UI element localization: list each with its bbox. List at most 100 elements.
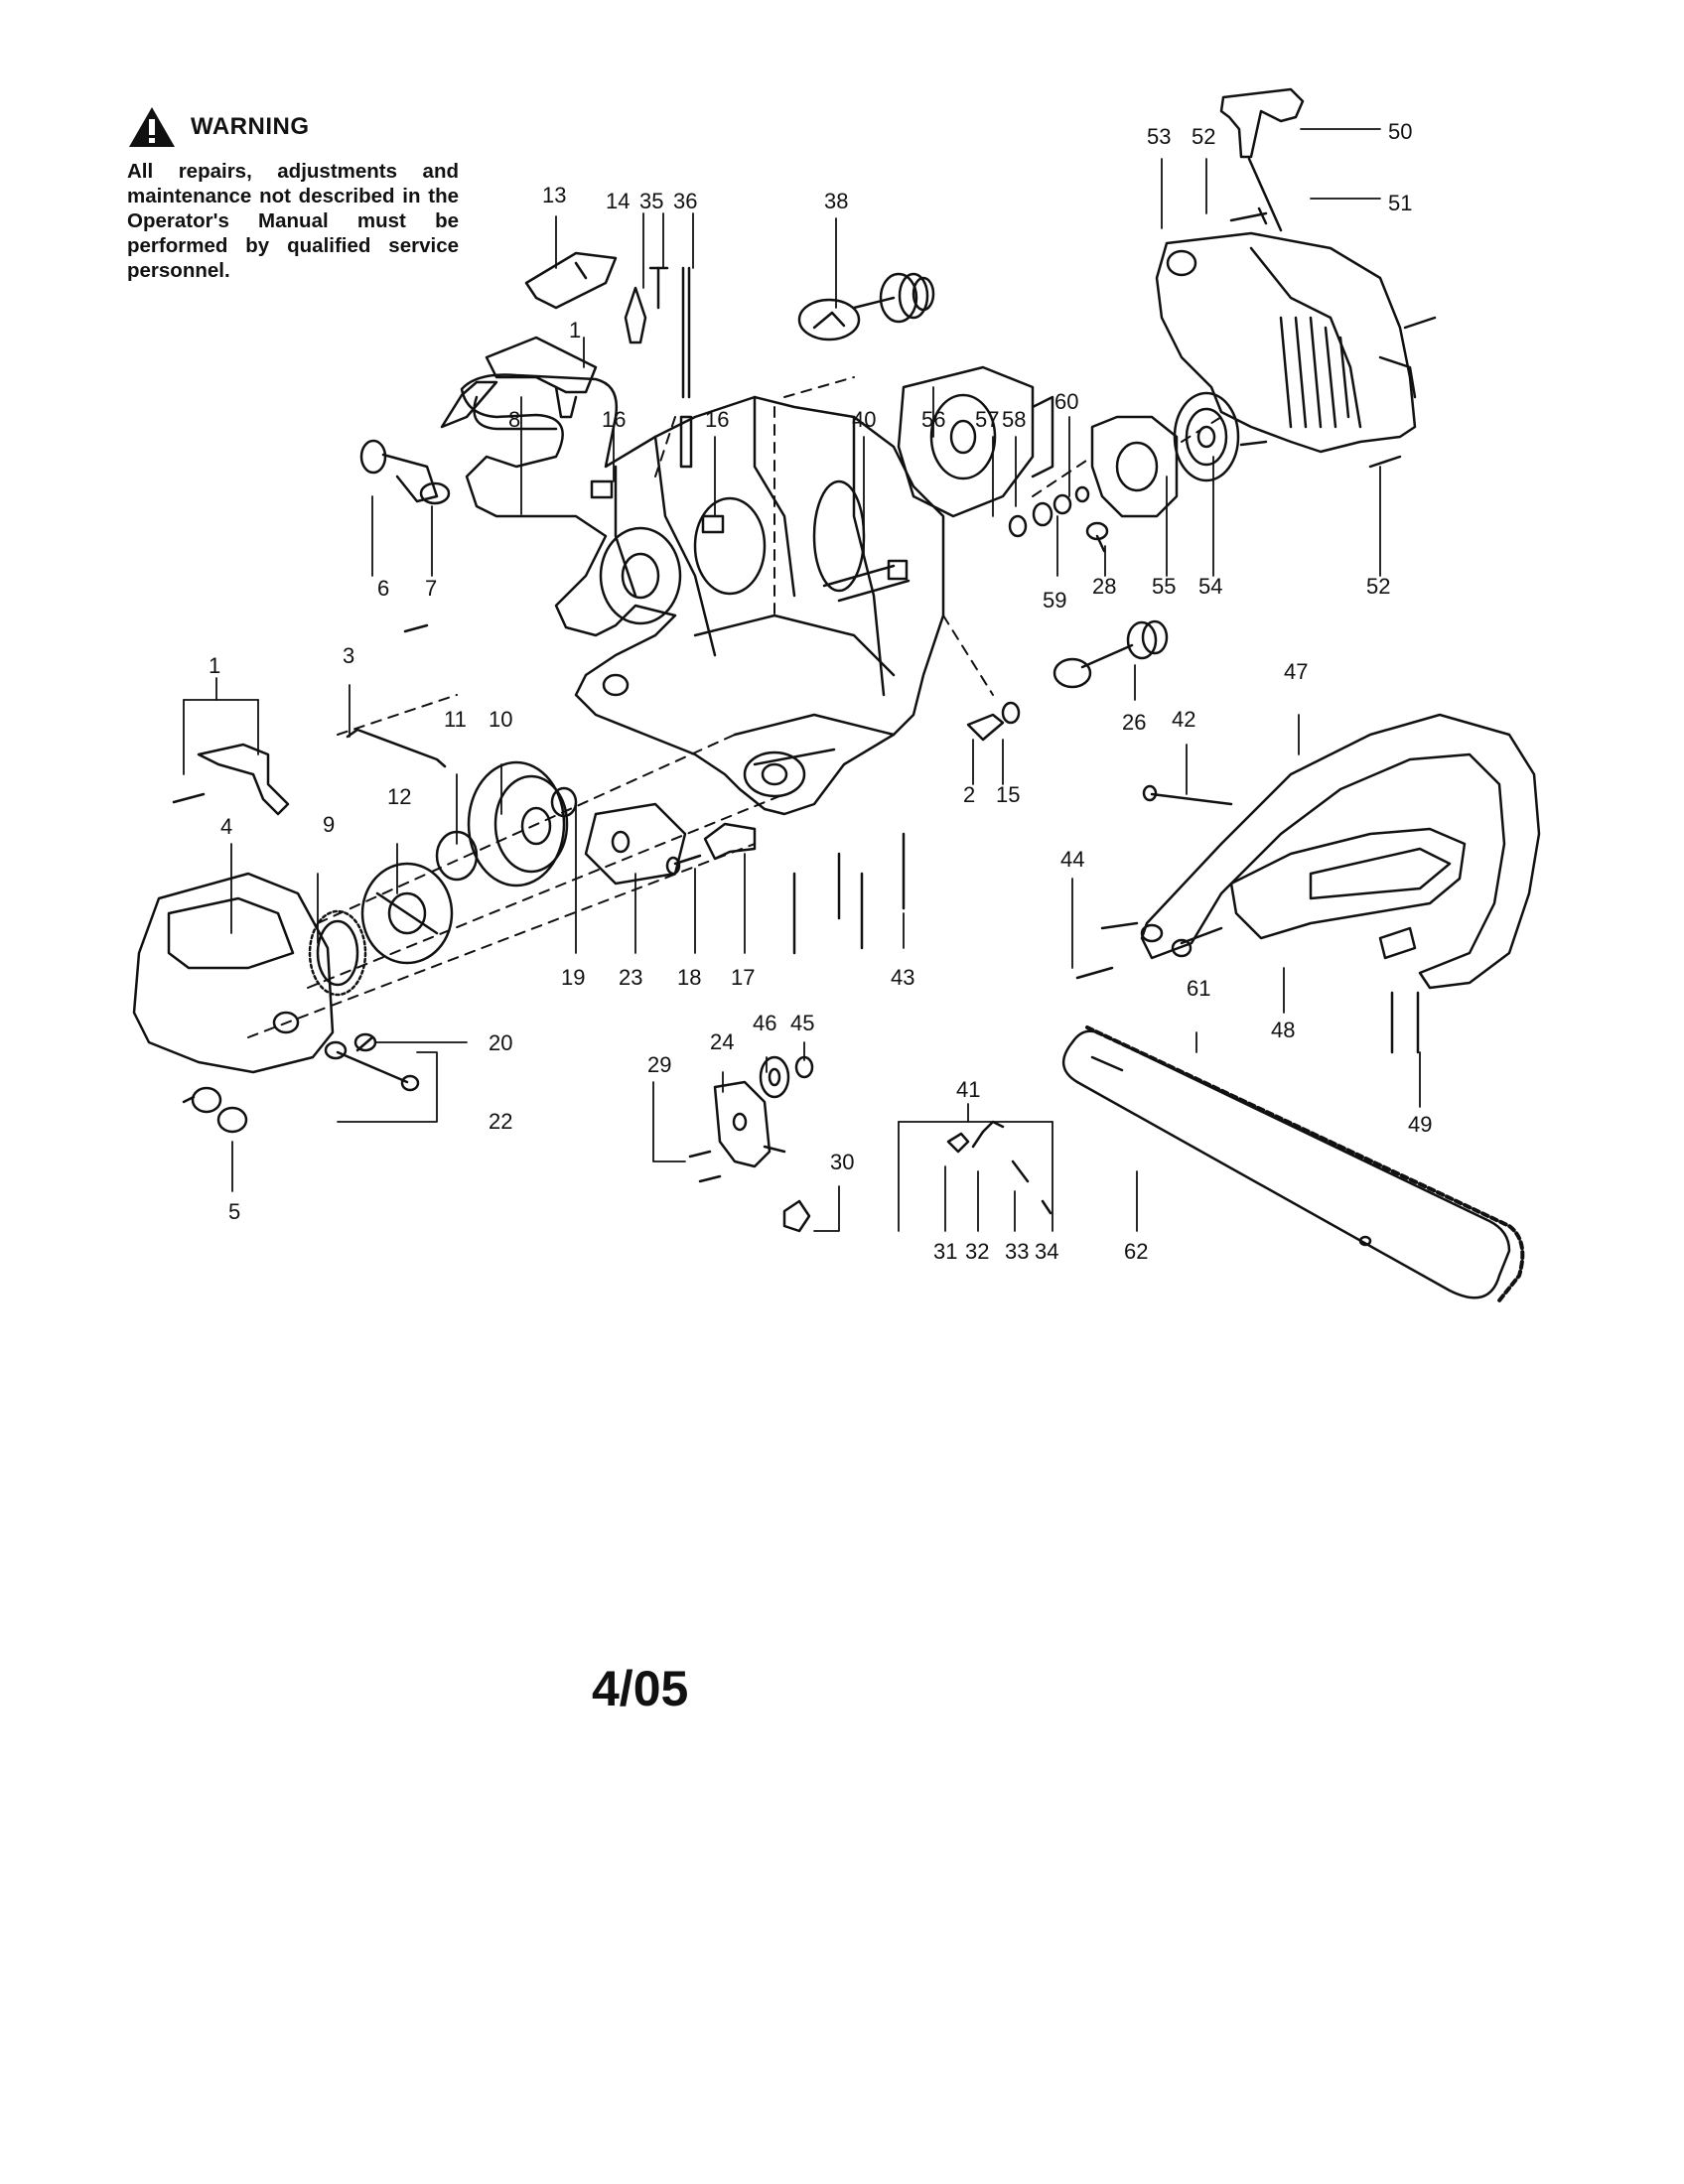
part-15 [1001, 701, 1021, 725]
callout-1-top: 1 [569, 318, 581, 342]
callout-60: 60 [1054, 389, 1078, 414]
callout-56: 56 [921, 407, 945, 432]
callout-47: 47 [1284, 659, 1308, 684]
oil-cap-38 [797, 272, 935, 341]
callout-14: 14 [606, 189, 630, 213]
callout-48: 48 [1271, 1018, 1295, 1042]
callout-34: 34 [1035, 1239, 1058, 1264]
callout-44: 44 [1060, 847, 1084, 872]
callout-45: 45 [790, 1011, 814, 1035]
pin-14 [624, 286, 647, 344]
screws-29 [688, 1150, 722, 1183]
screw-35 [648, 266, 669, 310]
spring-16 [590, 479, 725, 534]
callout-26: 26 [1122, 710, 1146, 735]
callout-10: 10 [489, 707, 512, 732]
oil-line-41 [946, 1120, 1052, 1215]
callout-22: 22 [489, 1109, 512, 1134]
bolt-40 [822, 559, 911, 603]
oil-hose-30 [782, 1199, 811, 1233]
callout-7: 7 [425, 576, 437, 601]
callout-42: 42 [1172, 707, 1195, 732]
rewind-spring-54 [1173, 391, 1240, 482]
handle-part-8 [440, 380, 498, 429]
callout-5: 5 [228, 1199, 240, 1224]
sprocket-ring-9 [308, 909, 367, 997]
callout-2: 2 [963, 782, 975, 807]
nuts-5 [182, 1086, 248, 1134]
oil-pump-gear-46 [759, 1055, 790, 1099]
callout-54: 54 [1198, 574, 1222, 599]
throttle-trigger-1-top [485, 336, 598, 419]
callout-29: 29 [647, 1052, 671, 1077]
callout-28: 28 [1092, 574, 1116, 599]
throttle-rod-3 [346, 728, 447, 768]
starter-housing-53 [1155, 231, 1417, 454]
callout-46: 46 [753, 1011, 776, 1035]
callout-19: 19 [561, 965, 585, 990]
callout-12: 12 [387, 784, 411, 809]
callout-4: 4 [220, 814, 232, 839]
callout-62: 62 [1124, 1239, 1148, 1264]
callout-18: 18 [677, 965, 701, 990]
callout-51: 51 [1388, 191, 1412, 215]
adjusting-screw-36 [679, 266, 693, 469]
part-2 [966, 713, 1005, 742]
washer-19 [550, 786, 578, 818]
warning-header: WARNING [127, 105, 310, 149]
callout-16b: 16 [705, 407, 729, 432]
chain-tensioner-20 [353, 1032, 377, 1052]
warning-text: All repairs, adjustments and maintenance… [127, 160, 459, 282]
callout-1: 1 [209, 653, 220, 678]
bolts-22 [324, 1040, 420, 1092]
callout-3: 3 [343, 643, 354, 668]
callout-55: 55 [1152, 574, 1176, 599]
warning-triangle-icon [129, 107, 175, 147]
bumper-17 [703, 822, 757, 861]
flywheel-part-56 [897, 365, 1054, 518]
callout-35: 35 [639, 189, 663, 213]
pulley-55 [1090, 415, 1179, 518]
warning-title: WARNING [191, 113, 310, 140]
starter-handle-50 [1219, 87, 1305, 232]
screws-52 [1229, 206, 1437, 469]
callout-20: 20 [489, 1030, 512, 1055]
callout-13: 13 [542, 183, 566, 207]
clutch-12 [360, 862, 454, 965]
pin-small [403, 623, 429, 633]
callout-33: 33 [1005, 1239, 1029, 1264]
washers-57-58-59-60 [1008, 485, 1090, 538]
callout-43: 43 [891, 965, 914, 990]
callout-16a: 16 [602, 407, 626, 432]
callout-23: 23 [619, 965, 642, 990]
part-callouts: 1 1 2 3 4 5 6 7 8 9 10 11 12 13 14 15 16… [209, 119, 1432, 1264]
screws-49 [1390, 991, 1420, 1054]
callout-59: 59 [1043, 588, 1066, 613]
screws-44 [1075, 921, 1139, 980]
callout-6: 6 [377, 576, 389, 601]
callout-50: 50 [1388, 119, 1412, 144]
callout-41: 41 [956, 1077, 980, 1102]
fuel-cap-26 [1052, 619, 1169, 689]
date-code: 4/05 [592, 1661, 689, 1716]
callout-8: 8 [508, 407, 520, 432]
saw-chain-61 [1085, 1025, 1525, 1302]
callout-24: 24 [710, 1029, 734, 1054]
callout-40: 40 [852, 407, 876, 432]
callout-36: 36 [673, 189, 697, 213]
callout-38: 38 [824, 189, 848, 213]
clutch-drum-10 [467, 760, 569, 887]
callout-57: 57 [975, 407, 999, 432]
engine-housing [460, 373, 945, 816]
heat-shield-48 [1229, 827, 1467, 960]
callout-15: 15 [996, 782, 1020, 807]
callout-61: 61 [1187, 976, 1210, 1001]
side-cover-4 [132, 872, 335, 1074]
oil-pump-24 [713, 1080, 786, 1168]
front-handle-47 [1140, 713, 1541, 990]
callout-53: 53 [1147, 124, 1171, 149]
callout-31: 31 [933, 1239, 957, 1264]
assembly-guide-lines [247, 376, 1222, 1038]
